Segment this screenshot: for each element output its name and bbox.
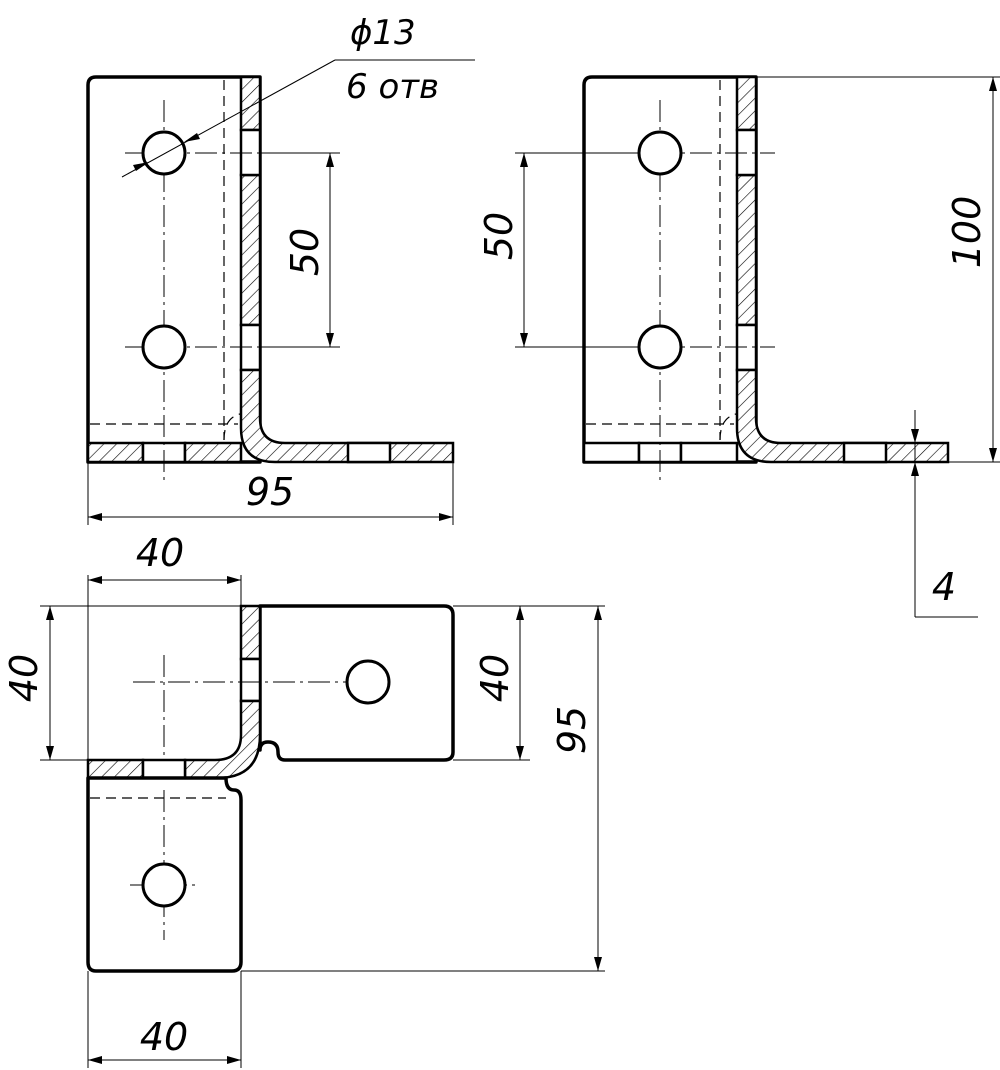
dim-thickness: 4 [932, 565, 956, 609]
side-view: 50 100 4 [477, 75, 1000, 618]
dim-top-height-left: 40 [2, 654, 46, 702]
dim-front-hole-spacing: 50 [283, 228, 327, 276]
dim-side-hole-spacing: 50 [477, 212, 521, 260]
label-hole-count: 6 отв [346, 67, 439, 107]
dim-top-flange-height: 40 [473, 654, 517, 702]
top-view: 40 40 40 95 40 [2, 531, 605, 1068]
dim-front-width: 95 [246, 470, 294, 514]
hole-front-upper [141, 130, 187, 176]
dim-top-overall: 95 [550, 706, 594, 754]
hole-front-lower [141, 324, 187, 370]
hole-side-upper [637, 130, 683, 176]
hole-side-lower [637, 324, 683, 370]
dim-top-bottom-width: 40 [140, 1015, 188, 1059]
hole-top-right [345, 659, 391, 705]
dim-top-width-left: 40 [136, 531, 184, 575]
label-hole-diameter: ϕ13 [350, 13, 416, 53]
dim-side-height: 100 [945, 196, 989, 269]
front-view: 50 95 ϕ13 6 отв [86, 13, 475, 525]
hole-top-bottom [141, 862, 187, 908]
